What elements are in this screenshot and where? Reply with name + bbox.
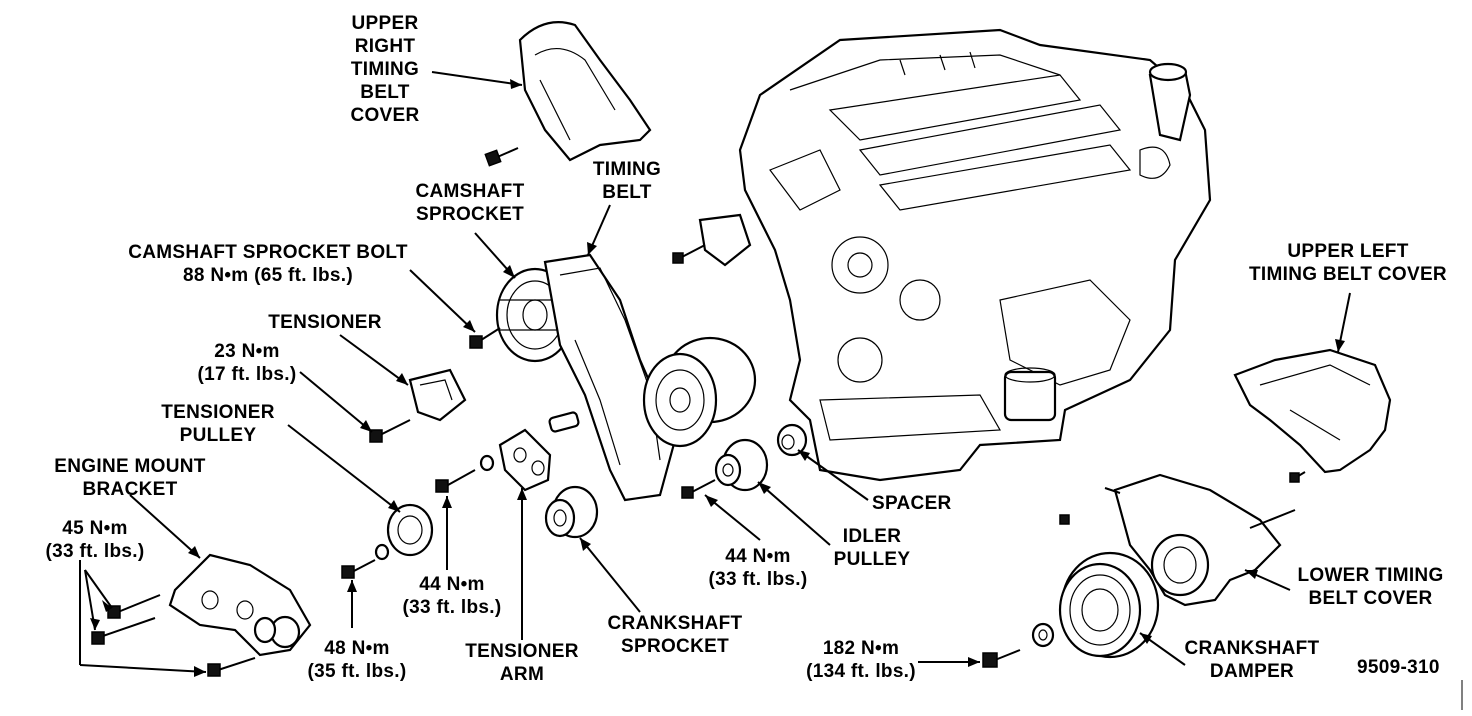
figure-number: 9509-310 [1357, 657, 1440, 678]
engine-mount-bracket-part [168, 553, 312, 657]
leader-spacer [797, 449, 869, 501]
camshaft-sprocket-2-part [642, 336, 757, 448]
label-tensioner-arm: TENSIONER ARM [465, 641, 579, 685]
label-spacer: SPACER [872, 493, 952, 514]
label-timing-belt: TIMING BELT [592, 159, 662, 203]
upper-left-cover-part [1233, 348, 1392, 474]
label-upper-right-cover: UPPER RIGHT TIMING BELT COVER [350, 13, 420, 126]
lower-cover-part [1104, 473, 1296, 607]
label-tensioner-pulley: TENSIONER PULLEY [161, 402, 275, 446]
label-upper-left-cover: UPPER LEFT TIMING BELT COVER [1249, 241, 1447, 285]
label-crankshaft-sprocket: CRANKSHAFT SPROCKET [607, 613, 743, 657]
label-crankshaft-damper: CRANKSHAFT DAMPER [1184, 638, 1320, 682]
label-crank-torque: 182 N•m (134 ft. lbs.) [806, 638, 916, 682]
spacer-part [776, 423, 808, 457]
label-torque-44-idler: 44 N•m (33 ft. lbs.) [708, 546, 808, 590]
lower-cover-screw [1059, 514, 1070, 525]
label-mount-torque: 45 N•m (33 ft. lbs.) [45, 518, 145, 562]
cover-bolt [484, 147, 519, 167]
label-camshaft-sprocket: CAMSHAFT SPROCKET [415, 181, 525, 225]
tensioner-arm-part [479, 411, 580, 492]
upper-right-cover-part [518, 21, 652, 162]
idler-bolt [681, 479, 716, 499]
label-torque-48: 48 N•m (35 ft. lbs.) [307, 638, 407, 682]
cover-screw [1289, 471, 1306, 483]
damper-bolt [982, 649, 1021, 668]
crankshaft-sprocket-part [544, 485, 599, 539]
leader-mount-bracket [129, 494, 201, 559]
label-idler-pulley: IDLER PULLEY [833, 526, 911, 570]
camshaft-sprocket-bolt-part [469, 327, 501, 349]
tensioner-pulley-part [374, 503, 434, 561]
label-tensioner: TENSIONER [268, 312, 382, 333]
label-torque-44-pulley: 44 N•m (33 ft. lbs.) [402, 574, 502, 618]
leader-tensioner-pulley [287, 424, 401, 513]
label-engine-mount-bracket: ENGINE MOUNT BRACKET [54, 456, 206, 500]
leader-camshaft-bolt [409, 269, 476, 333]
leader-idler-pulley [757, 481, 831, 546]
crankshaft-damper-part [1031, 551, 1160, 659]
timing-belt-part [543, 253, 677, 502]
pulley-bolt [435, 469, 476, 493]
label-camshaft-sprocket-bolt: CAMSHAFT SPROCKET BOLT 88 N•m (65 ft. lb… [128, 242, 408, 286]
mount-bolts [91, 594, 256, 677]
label-lower-cover: LOWER TIMING BELT COVER [1297, 565, 1444, 609]
leader-upper-right-cover [431, 71, 523, 86]
bolt-48 [341, 559, 376, 579]
leader-tensioner [339, 334, 409, 386]
leader-tensioner-torque [299, 371, 373, 433]
tensioner-bolt [369, 419, 411, 443]
tensioner-part [408, 368, 467, 422]
mount-torque-leaders [79, 560, 207, 677]
label-tensioner-torque: 23 N•m (17 ft. lbs.) [197, 341, 297, 385]
engine-block [738, 28, 1212, 482]
upper-bracket-part [672, 213, 752, 267]
idler-pulley-part [714, 438, 769, 492]
leader-crankshaft-sprocket [579, 537, 641, 613]
